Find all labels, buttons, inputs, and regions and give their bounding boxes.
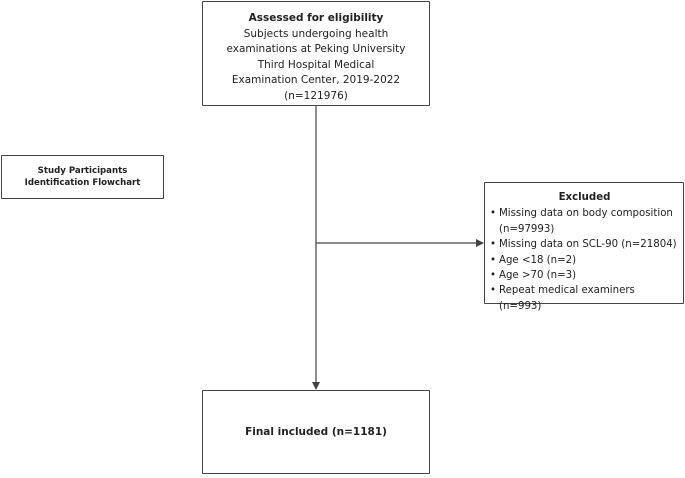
eligibility-line: Examination Center, 2019-2022 xyxy=(231,74,401,87)
excluded-box: Excluded Missing data on body compositio… xyxy=(484,182,684,312)
flowchart-label-line: Identification Flowchart xyxy=(24,178,141,188)
excluded-item: Age <18 (n=2) xyxy=(490,253,679,269)
excluded-list: Missing data on body composition (n=9799… xyxy=(490,206,679,314)
eligibility-title: Assessed for eligibility xyxy=(248,12,384,24)
eligibility-count: (n=121976) xyxy=(284,89,348,102)
excluded-item: Repeat medical examiners (n=993) xyxy=(490,283,679,314)
final-included-label: Final included (n=1181) xyxy=(245,426,387,438)
eligibility-line: examinations at Peking University xyxy=(226,43,406,56)
flowchart-label-line: Study Participants xyxy=(37,166,128,176)
final-included-box: Final included (n=1181) xyxy=(202,390,430,474)
eligibility-line: Subjects undergoing health xyxy=(243,27,389,40)
excluded-title: Excluded xyxy=(558,192,611,203)
excluded-item: Missing data on body composition (n=9799… xyxy=(490,206,679,237)
eligibility-box: Assessed for eligibility Subjects underg… xyxy=(202,1,430,106)
eligibility-line: Third Hospital Medical xyxy=(257,58,375,71)
flowchart-label-box: Study Participants Identification Flowch… xyxy=(1,155,164,199)
excluded-item: Missing data on SCL-90 (n=21804) xyxy=(490,237,679,253)
excluded-item: Age >70 (n=3) xyxy=(490,268,679,284)
